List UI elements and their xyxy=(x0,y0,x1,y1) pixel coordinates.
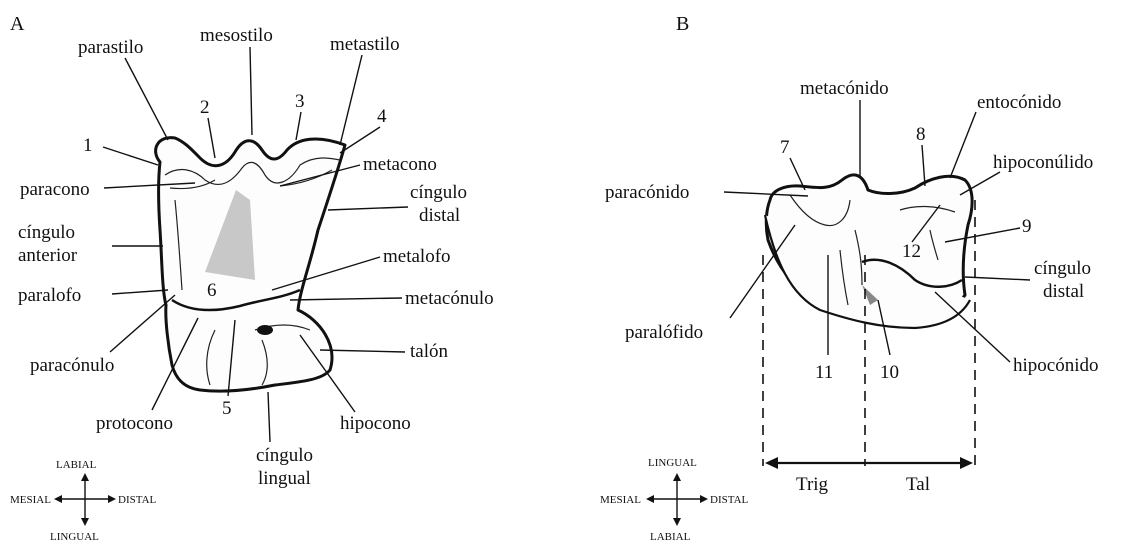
hipocono-pit xyxy=(257,325,273,335)
label-paracono: paracono xyxy=(20,179,90,200)
label-number-7: 7 xyxy=(780,137,790,158)
compass-b-top-label: LINGUAL xyxy=(648,457,697,469)
panel-label-b: B xyxy=(676,13,689,35)
label-hipoconido: hipocónido xyxy=(1013,355,1099,376)
label-number-8: 8 xyxy=(916,124,926,145)
label-tal: Tal xyxy=(906,474,930,495)
label-cingulo-distal-b-line2: distal xyxy=(1043,281,1084,302)
label-cingulo-distal-line2: distal xyxy=(419,205,460,226)
compass-b: LINGUAL LABIAL MESIAL DISTAL xyxy=(600,457,749,543)
label-number-12: 12 xyxy=(902,241,921,262)
label-paralofido: paralófido xyxy=(625,322,703,343)
label-number-2: 2 xyxy=(200,97,210,118)
label-mesostilo: mesostilo xyxy=(200,25,273,46)
compass-a: LABIAL LINGUAL MESIAL DISTAL xyxy=(10,459,157,543)
compass-a-left-label: MESIAL xyxy=(10,494,51,506)
label-number-11: 11 xyxy=(815,362,833,383)
arrow-right-head xyxy=(960,457,973,469)
label-number-10: 10 xyxy=(880,362,899,383)
label-metacono: metacono xyxy=(363,154,437,175)
compass-b-right-label: DISTAL xyxy=(710,494,749,506)
label-protocono: protocono xyxy=(96,413,173,434)
lower-molar-drawing xyxy=(763,175,975,469)
label-paraconulo: paracónulo xyxy=(30,355,114,376)
label-talon: talón xyxy=(410,341,448,362)
label-number-5: 5 xyxy=(222,398,232,419)
label-parastilo: parastilo xyxy=(78,37,143,58)
compass-a-right-label: DISTAL xyxy=(118,494,157,506)
label-number-1: 1 xyxy=(83,135,93,156)
arrow-left-head xyxy=(765,457,778,469)
compass-a-bottom-label: LINGUAL xyxy=(50,531,99,543)
panel-label-a: A xyxy=(10,13,25,35)
label-cingulo-lingual-line1: cíngulo xyxy=(256,445,313,466)
label-hipoconulido: hipoconúlido xyxy=(993,152,1093,173)
upper-molar-drawing xyxy=(156,138,345,392)
label-paralofo: paralofo xyxy=(18,285,81,306)
label-number-4: 4 xyxy=(377,106,387,127)
compass-b-left-label: MESIAL xyxy=(600,494,641,506)
label-number-9: 9 xyxy=(1022,216,1032,237)
label-cingulo-anterior-line2: anterior xyxy=(18,245,78,266)
label-entoconido: entocónido xyxy=(977,92,1061,113)
label-cingulo-anterior-line1: cíngulo xyxy=(18,222,75,243)
label-trig: Trig xyxy=(796,474,829,495)
label-cingulo-lingual-line2: lingual xyxy=(258,468,311,489)
label-number-3: 3 xyxy=(295,91,305,112)
compass-b-bottom-label: LABIAL xyxy=(650,531,691,543)
label-metaconulo: metacónulo xyxy=(405,288,494,309)
label-metalofo: metalofo xyxy=(383,246,451,267)
label-hipocono: hipocono xyxy=(340,413,411,434)
label-metaconido: metacónido xyxy=(800,78,889,99)
compass-a-top-label: LABIAL xyxy=(56,459,97,471)
label-cingulo-distal-b-line1: cíngulo xyxy=(1034,258,1091,279)
label-metastilo: metastilo xyxy=(330,34,400,55)
label-paraconido: paracónido xyxy=(605,182,689,203)
label-cingulo-distal-line1: cíngulo xyxy=(410,182,467,203)
label-number-6: 6 xyxy=(207,280,217,301)
